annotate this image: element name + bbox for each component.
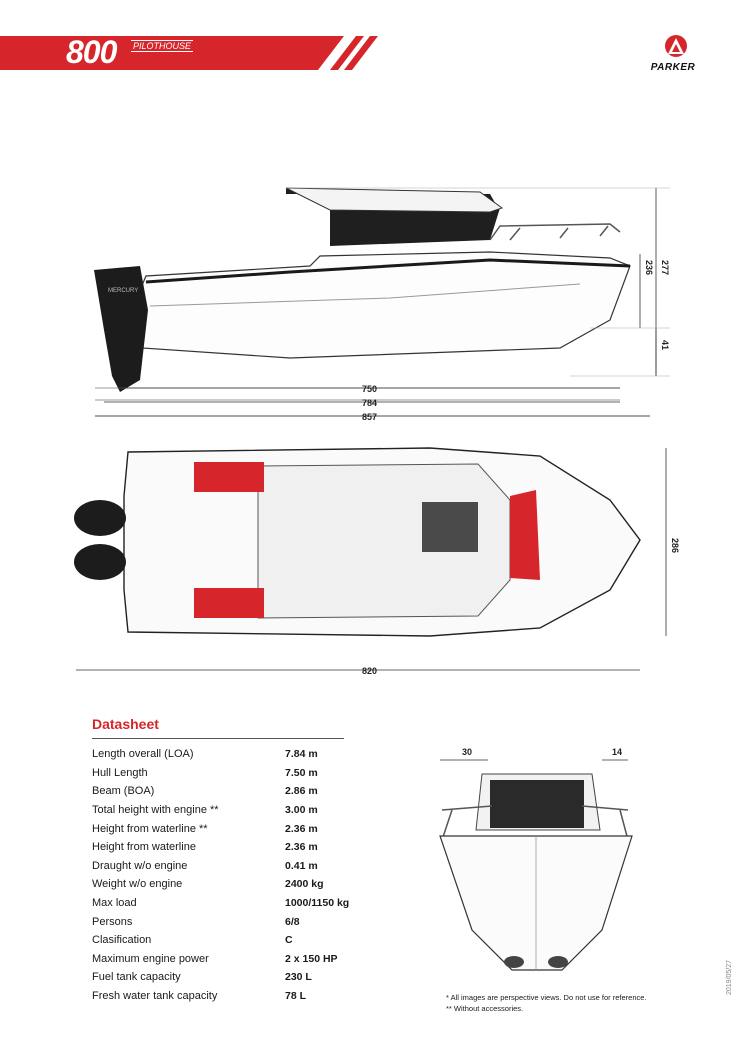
datasheet-row-label: Fresh water tank capacity: [92, 990, 218, 1003]
datasheet-row-value: 3.00 m: [285, 804, 318, 817]
datasheet-row: Length overall (LOA) 7.84 m: [92, 745, 382, 764]
engine-brand-label: MERCURY: [108, 288, 138, 294]
dim-front-right: 14: [612, 747, 622, 757]
datasheet-row-label: Total height with engine **: [92, 804, 219, 817]
datasheet-row-value: 0.41 m: [285, 859, 318, 872]
datasheet-row-label: Height from waterline: [92, 841, 196, 854]
datasheet-row-value: 230 L: [285, 971, 312, 984]
datasheet-row-label: Max load: [92, 897, 137, 910]
brand-name: PARKER: [650, 62, 696, 73]
dim-hull-length: 750: [362, 384, 377, 394]
model-name: PILOTHOUSE: [131, 40, 194, 52]
header-band: [0, 36, 378, 70]
dim-top-length: 820: [362, 666, 377, 676]
datasheet-row-value: 7.50 m: [285, 766, 318, 779]
datasheet-row-label: Maximum engine power: [92, 952, 209, 965]
model-number: 800: [66, 34, 117, 70]
datasheet-row-value: C: [285, 934, 293, 947]
datasheet-row: Height from waterline ** 2.36 m: [92, 819, 382, 838]
datasheet-row-value: 7.84 m: [285, 748, 318, 761]
datasheet-row-label: Fuel tank capacity: [92, 971, 181, 984]
datasheet-row-label: Clasification: [92, 934, 152, 947]
datasheet-row-label: Beam (BOA): [92, 785, 155, 798]
datasheet-row: Height from waterline 2.36 m: [92, 838, 382, 857]
datasheet-title: Datasheet: [92, 716, 159, 732]
datasheet-row-value: 78 L: [285, 990, 307, 1003]
dim-length-overall: 784: [362, 398, 377, 408]
datasheet-row: Fresh water tank capacity 78 L: [92, 987, 382, 1006]
datasheet-table: Length overall (LOA) 7.84 m Hull Length 7.5…: [92, 745, 382, 1005]
datasheet-row-label: Length overall (LOA): [92, 748, 194, 761]
datasheet-row-label: Weight w/o engine: [92, 878, 183, 891]
datasheet-row: Max load 1000/1150 kg: [92, 894, 382, 913]
datasheet-row-label: Hull Length: [92, 766, 148, 779]
datasheet-row-value: 6/8: [285, 915, 300, 928]
datasheet-row: Persons 6/8: [92, 912, 382, 931]
datasheet-row-value: 2 x 150 HP: [285, 952, 338, 965]
datasheet-row: Beam (BOA) 2.86 m: [92, 782, 382, 801]
datasheet-row: Maximum engine power 2 x 150 HP: [92, 950, 382, 969]
brand-logo-icon: [665, 35, 687, 57]
dim-draught: 41: [660, 340, 670, 350]
datasheet-row-value: 2400 kg: [285, 878, 324, 891]
datasheet-row: Weight w/o engine 2400 kg: [92, 875, 382, 894]
note-perspective: * All images are perspective views. Do n…: [446, 993, 647, 1002]
datasheet-row: Hull Length 7.50 m: [92, 764, 382, 783]
top-view-drawing: 286 820: [74, 447, 680, 676]
datasheet-row: Total height with engine ** 3.00 m: [92, 801, 382, 820]
side-view-drawing: MERCURY 750 784 857 277 236 41: [94, 187, 670, 422]
dim-length-with-engine: 857: [362, 412, 377, 422]
datasheet-row-label: Height from waterline **: [92, 822, 208, 835]
datasheet-row-label: Draught w/o engine: [92, 859, 188, 872]
dim-height-waterline: 236: [644, 260, 654, 275]
date-code: 2019/05/27: [726, 959, 733, 995]
datasheet-row: Clasification C: [92, 931, 382, 950]
datasheet-divider: [92, 738, 344, 739]
front-view-drawing: 30 14: [439, 747, 633, 971]
datasheet-row-value: 2.86 m: [285, 785, 318, 798]
dim-total-height: 277: [660, 260, 670, 275]
datasheet-row-value: 2.36 m: [285, 841, 318, 854]
datasheet-row: Draught w/o engine 0.41 m: [92, 857, 382, 876]
note-accessories: ** Without accessories.: [446, 1004, 524, 1013]
dim-beam: 286: [670, 538, 680, 553]
dim-front-left: 30: [462, 747, 472, 757]
datasheet-row: Fuel tank capacity 230 L: [92, 968, 382, 987]
datasheet-row-label: Persons: [92, 915, 133, 928]
datasheet-row-value: 2.36 m: [285, 822, 318, 835]
datasheet-row-value: 1000/1150 kg: [285, 897, 350, 910]
